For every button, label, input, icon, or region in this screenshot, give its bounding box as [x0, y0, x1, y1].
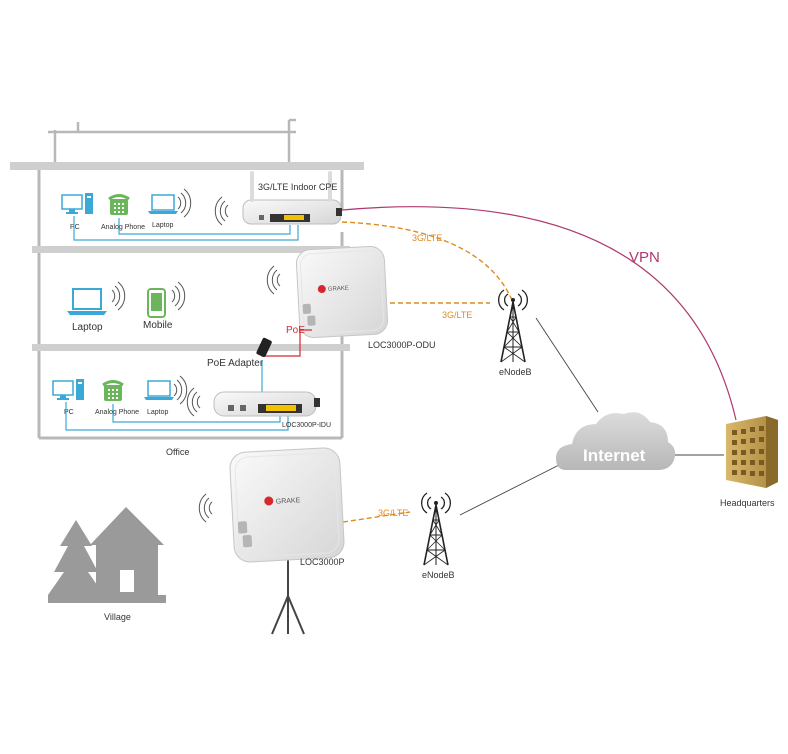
laptop-label: Laptop — [152, 222, 174, 229]
idu-label: LOC3000P-IDU — [282, 422, 331, 429]
office-label: Office — [166, 447, 189, 457]
vpn-label: VPN — [629, 249, 660, 266]
phone-icon — [107, 194, 131, 217]
wifi-waves-icon — [266, 265, 281, 295]
analog-phone-label: Analog Phone — [101, 224, 145, 231]
router-icon — [213, 391, 320, 417]
house-icon — [90, 507, 164, 603]
floor-1-devices: PC Analog Phone Laptop 3G/LTE Indoor CPE — [61, 171, 342, 241]
laptop-icon — [147, 194, 179, 215]
pc-icon — [61, 192, 94, 215]
wifi-waves-icon — [111, 281, 126, 311]
lte-label: 3G/LTE — [412, 233, 442, 243]
indoor-cpe-label: 3G/LTE Indoor CPE — [258, 182, 337, 192]
phone-icon — [101, 380, 125, 403]
cloud-icon — [556, 412, 676, 470]
pc-label: PC — [70, 224, 80, 231]
village-label: Village — [104, 612, 131, 622]
tripod-icon — [271, 560, 305, 635]
wifi-waves-icon — [186, 387, 201, 417]
wifi-waves-icon — [173, 375, 188, 405]
poe-adapter-icon — [256, 337, 272, 358]
lte-label: 3G/LTE — [378, 508, 408, 518]
enodeb-label: eNodeB — [499, 367, 532, 377]
poe-label: PoE — [286, 325, 305, 336]
tree-icon — [48, 520, 104, 603]
loc3000p-label: LOC3000P — [300, 557, 345, 567]
headquarters-label: Headquarters — [720, 498, 775, 508]
tower-icon — [497, 289, 529, 363]
brand-label: GRAKE — [328, 286, 349, 293]
office-building — [10, 118, 364, 440]
laptop-icon — [67, 288, 107, 315]
poe-adapter-label: PoE Adapter — [207, 358, 264, 369]
floor-3-devices: PC Analog Phone Laptop LOC3000P-IDU — [52, 375, 331, 431]
pc-icon — [52, 378, 85, 401]
lte-label: 3G/LTE — [442, 310, 472, 320]
building-icon — [726, 416, 778, 488]
tower-icon — [420, 492, 452, 566]
enodeb-label: eNodeB — [422, 570, 455, 580]
wifi-waves-icon — [198, 493, 213, 523]
analog-phone-label: Analog Phone — [95, 409, 139, 416]
laptop-icon — [143, 380, 175, 401]
mobile-label: Mobile — [143, 320, 173, 331]
brand-label: GRAKE — [276, 497, 301, 505]
backhaul-link — [459, 461, 566, 516]
mobile-icon — [147, 288, 166, 318]
odu-icon: GRAKE — [295, 245, 389, 339]
wifi-waves-icon — [177, 188, 192, 218]
pc-label: PC — [64, 409, 74, 416]
wifi-waves-icon — [214, 196, 229, 226]
laptop-label: Laptop — [147, 409, 169, 416]
wifi-waves-icon — [171, 281, 186, 311]
ground — [48, 595, 166, 603]
laptop-label: Laptop — [72, 322, 103, 333]
floor-2-devices: Laptop Mobile — [67, 265, 281, 333]
odu-label: LOC3000P-ODU — [368, 340, 436, 350]
backhaul-link — [535, 317, 599, 413]
internet-label: Internet — [583, 446, 646, 465]
lte-link-bottom — [342, 511, 411, 523]
lte-link-top — [341, 221, 513, 301]
vpn-link — [341, 206, 737, 421]
router-icon — [242, 171, 342, 225]
odu-icon: GRAKE — [229, 447, 345, 563]
